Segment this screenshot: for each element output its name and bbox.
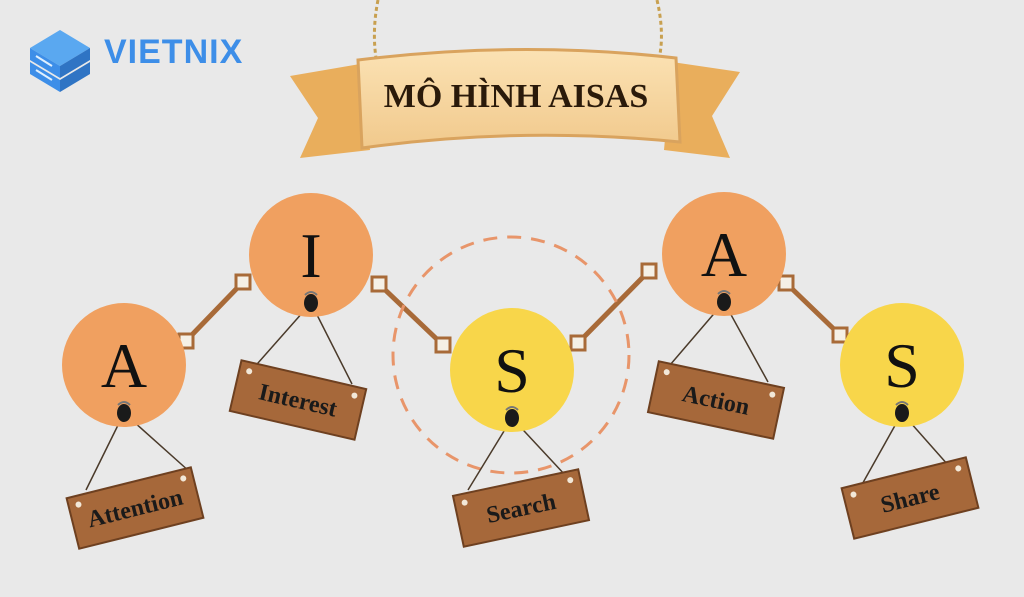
connector-node [569, 334, 587, 352]
ribbon-right-tail [664, 62, 740, 158]
step-interest: Interest I [228, 193, 373, 441]
connector-node [234, 273, 252, 291]
connectors [184, 269, 842, 347]
hook-icon [117, 404, 131, 422]
hook-ring [505, 406, 519, 411]
banner-chain-left [372, 0, 380, 59]
step-circle [662, 192, 786, 316]
hook-ring [117, 401, 131, 406]
connector-node [831, 326, 849, 344]
vietnix-logo: VIETNIX [30, 30, 243, 92]
step-letter: I [300, 220, 321, 291]
sign-board [228, 359, 368, 441]
connector-node [640, 262, 658, 280]
banner-title: MÔ HÌNH AISAS [384, 77, 649, 115]
sign-pin [351, 392, 358, 399]
sign-pin [769, 391, 776, 398]
step-letter: S [494, 335, 530, 406]
steps: Attention A Interest I Search S Action A Share S [62, 192, 980, 550]
hook-icon [717, 293, 731, 311]
sign-pin [246, 368, 253, 375]
step-share: Share S [840, 303, 980, 540]
sign-pin [955, 465, 962, 472]
hook-icon [505, 409, 519, 427]
connector-node [777, 274, 795, 292]
sign-pin [663, 369, 670, 376]
sign-interest: Interest [228, 359, 368, 441]
sign-board [451, 468, 591, 548]
sign-pin [461, 499, 468, 506]
step-circle [840, 303, 964, 427]
highlight-ring [391, 235, 631, 475]
sign-pin [567, 477, 574, 484]
sign-action: Action [646, 360, 786, 440]
connector-node [434, 336, 452, 354]
step-circle [450, 308, 574, 432]
wood-plank [356, 48, 682, 150]
hook-ring [304, 291, 318, 296]
sign-search: Search [451, 468, 591, 548]
step-search: Search S [450, 308, 591, 548]
sign-pin [180, 475, 187, 482]
step-letter: A [701, 219, 747, 290]
banner: MÔ HÌNH AISAS [290, 0, 740, 158]
connector-nodes [177, 262, 849, 354]
sign-board [646, 360, 786, 440]
step-letter: A [101, 330, 147, 401]
step-letter: S [884, 330, 920, 401]
step-circle [62, 303, 186, 427]
ribbon-left-tail [290, 64, 370, 158]
step-circle [249, 193, 373, 317]
sign-board [840, 456, 980, 540]
banner-chain-right [655, 0, 663, 55]
logo-text: VIETNIX [104, 33, 243, 71]
hook-ring [895, 401, 909, 406]
server-stack-icon [30, 30, 90, 92]
connector-node [370, 275, 388, 293]
hook-icon [304, 294, 318, 312]
sign-pin [850, 491, 857, 498]
sign-board [65, 466, 205, 550]
hook-ring [717, 290, 731, 295]
sign-attention: Attention [65, 466, 205, 550]
sign-share: Share [840, 456, 980, 540]
sign-pin [75, 501, 82, 508]
step-action: Action A [646, 192, 786, 440]
hook-icon [895, 404, 909, 422]
step-attention: Attention A [62, 303, 205, 550]
